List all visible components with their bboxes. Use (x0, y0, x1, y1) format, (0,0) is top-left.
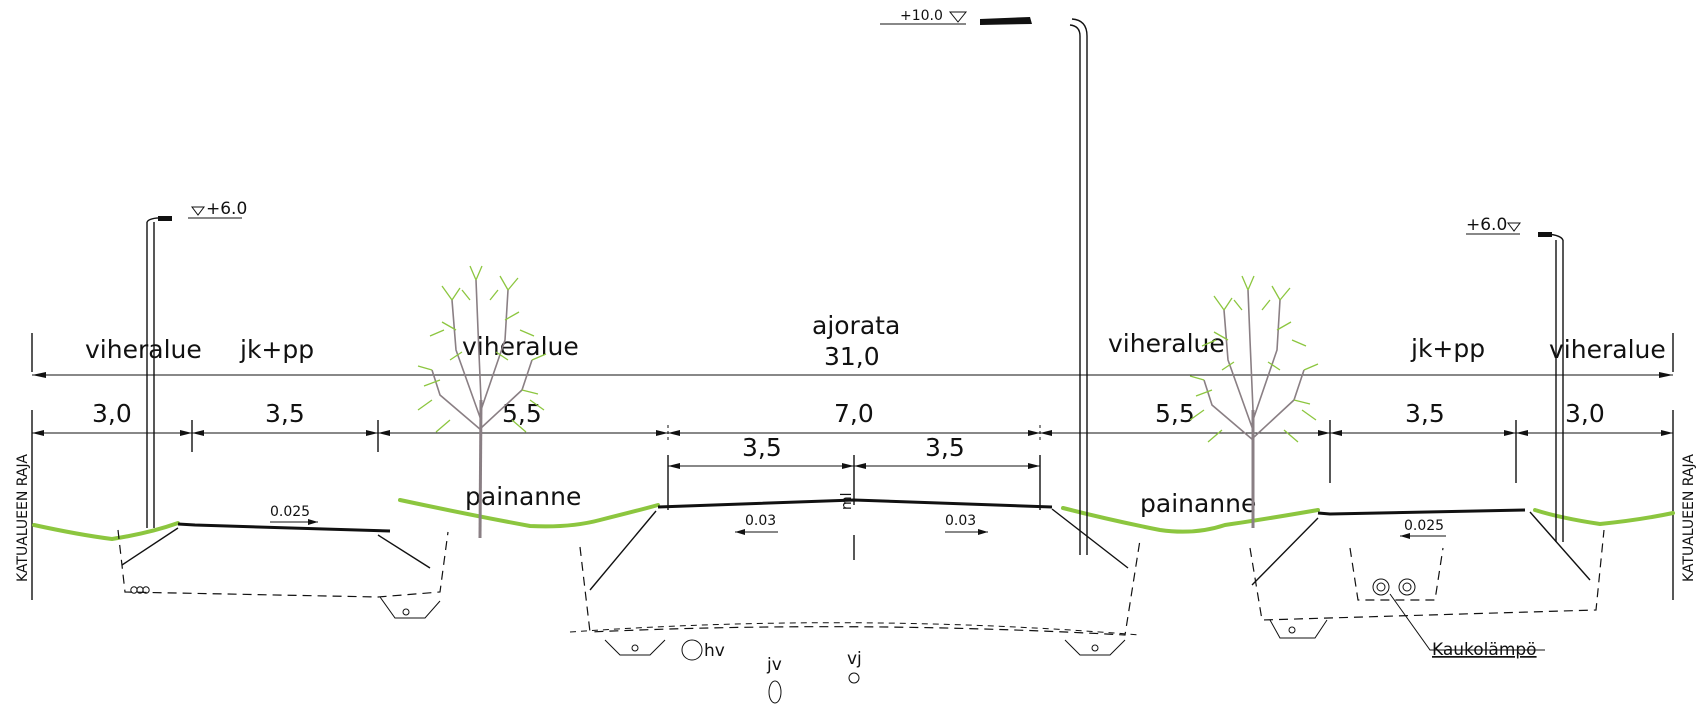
zone-title-left-path: jk+pp (239, 335, 314, 364)
dim-left-path: 3,5 (265, 399, 305, 428)
slope-marker-road-right (945, 529, 988, 535)
total-dimension (32, 372, 1673, 378)
height-left-pole: +6.0 (206, 199, 247, 219)
zone-title-right-green: viheralue (1108, 329, 1225, 358)
swale-left-label: painanne (465, 482, 581, 511)
ground-profile (32, 498, 1675, 542)
pavements (177, 498, 1526, 533)
boundary-left-label: KATUALUEEN RAJA (15, 454, 31, 582)
dim-right-green: 3,0 (1565, 399, 1605, 428)
zone-title-right-green2: viheralue (1549, 335, 1666, 364)
dim-right-swale: 5,5 (1155, 399, 1195, 428)
dim-lane-left: 3,5 (742, 433, 782, 462)
dim-road: 7,0 (834, 399, 874, 428)
dim-lane-right: 3,5 (925, 433, 965, 462)
zone-title-left-green: viheralue (85, 335, 202, 364)
pipe-vj-label: vj (847, 649, 862, 669)
tree-right (1189, 275, 1319, 528)
slope-marker-road-left (735, 529, 778, 535)
district-heating-label: Kaukolämpö (1432, 640, 1537, 660)
dim-left-green: 3,0 (92, 399, 132, 428)
height-right-pole: +6.0 (1466, 215, 1507, 235)
street-light-center (880, 11, 1088, 555)
height-center-pole: +10.0 (900, 8, 943, 24)
slope-marker-right-path (1400, 533, 1446, 539)
boundary-left: KATUALUEEN RAJA (15, 333, 33, 600)
zone-dimension-chain (32, 420, 1673, 483)
pipe-hv-label: hv (704, 641, 725, 661)
slope-right-path: 0.025 (1404, 518, 1444, 534)
boundary-right-label: KATUALUEEN RAJA (1681, 454, 1697, 582)
street-light-right (1466, 222, 1564, 542)
pipe-jv-label: jv (766, 655, 782, 675)
zone-title-road: ajorata (812, 311, 900, 340)
slope-road-right: 0.03 (945, 513, 976, 529)
boundary-right: KATUALUEEN RAJA (1672, 333, 1697, 600)
swale-right-label: painanne (1140, 489, 1256, 518)
substructures (117, 508, 1605, 704)
zone-title-right-path: jk+pp (1410, 334, 1485, 363)
slope-marker-left-path (270, 519, 318, 525)
zone-title-left-green2: viheralue (462, 332, 579, 361)
street-light-left (146, 206, 242, 528)
slope-road-left: 0.03 (745, 513, 776, 529)
total-width-value: 31,0 (824, 342, 880, 371)
tree-left (417, 265, 547, 539)
slope-left-path: 0.025 (270, 504, 310, 520)
dim-right-path: 3,5 (1405, 399, 1445, 428)
lane-dimension (667, 455, 1041, 560)
